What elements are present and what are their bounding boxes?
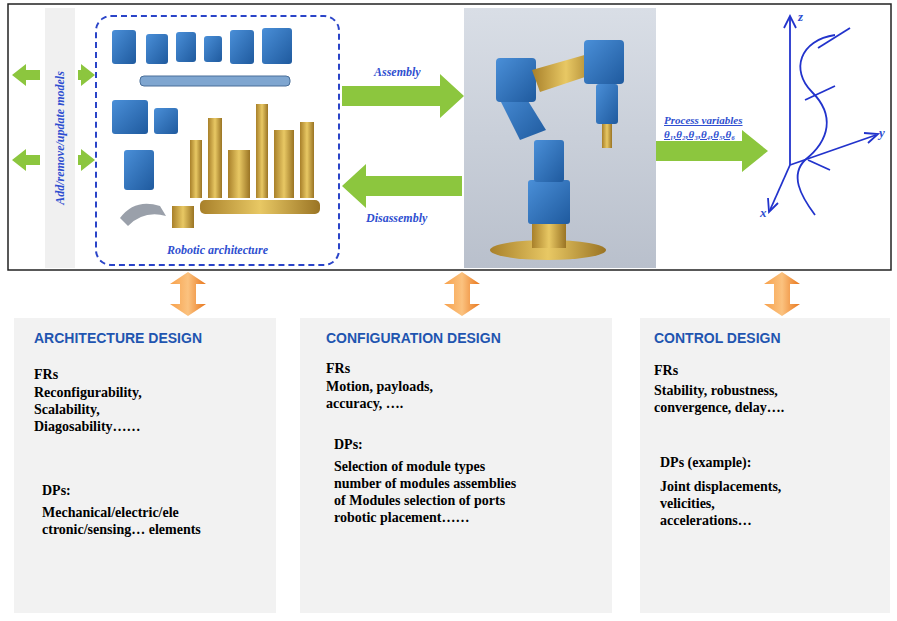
arrow-label: θ₁,θ₂,θ₃,θ₄,θ₅,θ₆	[664, 128, 735, 140]
orange-arrows	[170, 272, 800, 316]
panel-text: Motion, payloads, accuracy, ….	[326, 378, 476, 412]
model-band: Add/remove/update models	[45, 8, 75, 268]
robot-photo	[464, 8, 656, 268]
top-frame	[8, 4, 891, 270]
panel-text: FRs	[34, 366, 58, 383]
panel-text: FRs	[654, 362, 678, 379]
axis-label: z	[798, 10, 803, 24]
model-band	[45, 8, 75, 268]
arrow-label: Assembly	[374, 66, 421, 79]
box-label: Add/remove/update models	[53, 71, 68, 205]
panel-text: Stability, robustness, convergence, dela…	[654, 382, 829, 416]
panel-text: FRs	[326, 360, 350, 377]
axis-label: x	[760, 206, 767, 220]
panel-text: Reconfigurability, Scalability, Diagosab…	[34, 384, 179, 435]
axis-label: y	[879, 126, 885, 140]
panel-text: Mechanical/electric/ele ctronic/sensing……	[42, 504, 214, 538]
box-label: Robotic architecture	[97, 243, 338, 258]
design-panel: CONFIGURATION DESIGN FRsMotion, payloads,…	[300, 318, 612, 613]
panel-text: Selection of module types number of modu…	[334, 458, 530, 526]
panel-title: CONFIGURATION DESIGN	[326, 330, 501, 347]
panel-text: DPs (example):	[660, 454, 751, 471]
design-panel: ARCHITECTURE DESIGN FRsReconfigurability,…	[14, 318, 276, 613]
architecture-box: Robotic architecture	[95, 15, 340, 266]
assembly-arrows	[342, 74, 464, 208]
arrow-label: Process variables	[664, 114, 743, 126]
design-panel: CONTROL DESIGN FRsStability, robustness, …	[640, 318, 890, 613]
axes-plot	[768, 16, 878, 215]
panel-text: Joint displacements, velicities, acceler…	[660, 478, 810, 529]
panel-text: DPs:	[42, 482, 71, 499]
panel-title: CONTROL DESIGN	[654, 330, 781, 347]
panel-text: DPs:	[334, 436, 363, 453]
panel-title: ARCHITECTURE DESIGN	[34, 330, 202, 347]
module-pictures	[112, 28, 320, 228]
arrow-label: Disassembly	[366, 212, 427, 225]
